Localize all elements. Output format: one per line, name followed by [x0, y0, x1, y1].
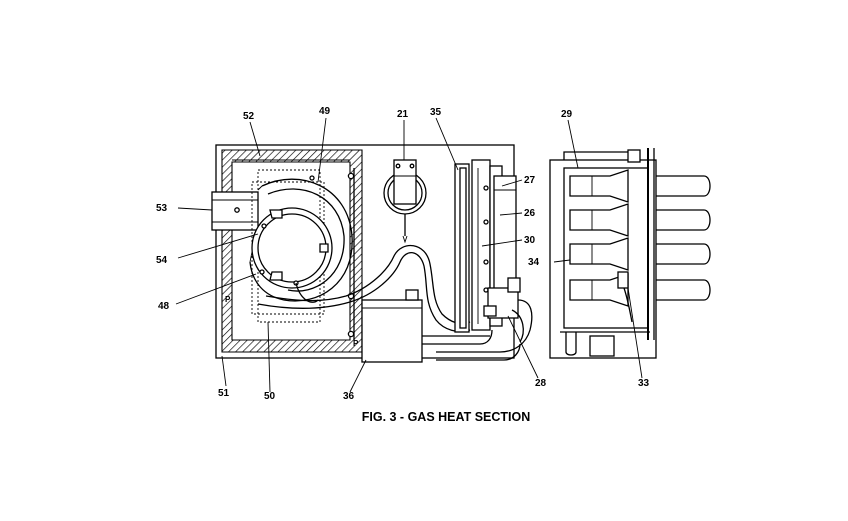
- control-box: [361, 289, 423, 363]
- callout-28: 28: [535, 378, 547, 389]
- svg-text:P: P: [353, 339, 359, 348]
- callout-21: 21: [397, 109, 409, 120]
- leader-lines: [175, 117, 643, 393]
- callout-33: 33: [638, 378, 650, 389]
- heat-exchanger-tubes: [454, 159, 517, 333]
- callout-48: 48: [158, 301, 170, 312]
- callout-29: 29: [561, 109, 573, 120]
- callout-35: 35: [430, 107, 442, 118]
- inducer-scroll: [249, 175, 353, 303]
- callout-52: 52: [243, 111, 255, 122]
- callout-36: 36: [343, 391, 355, 402]
- callout-49: 49: [319, 106, 331, 117]
- svg-text:P: P: [225, 295, 231, 304]
- gas-pipe: [422, 329, 521, 361]
- figure-caption: FIG. 3 - GAS HEAT SECTION: [362, 410, 531, 424]
- callout-54: 54: [156, 255, 168, 266]
- callout-30: 30: [524, 235, 536, 246]
- flue-pipe: [257, 244, 471, 333]
- burner-assembly: [549, 148, 711, 359]
- callout-50: 50: [264, 391, 276, 402]
- callout-51: 51: [218, 388, 230, 399]
- callout-labels: 52 49 21 35 29 27 26 30 53 54 34 48 28 3…: [156, 106, 650, 402]
- limit-switch: [383, 159, 427, 244]
- callout-53: 53: [156, 203, 168, 214]
- callout-26: 26: [524, 208, 536, 219]
- callout-34: 34: [528, 257, 540, 268]
- mounting-bracket: [211, 191, 259, 231]
- gas-valve: [483, 277, 533, 353]
- callout-27: 27: [524, 175, 536, 186]
